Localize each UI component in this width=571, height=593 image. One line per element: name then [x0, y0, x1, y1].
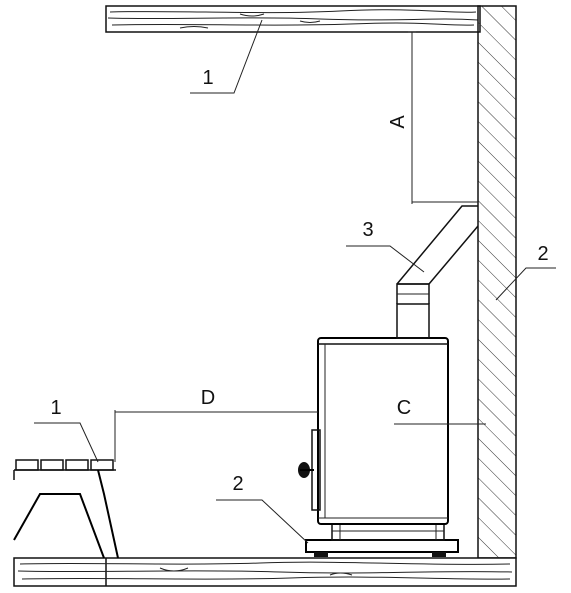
leader-bench: 1: [34, 397, 99, 463]
dim-d-label: D: [201, 387, 215, 409]
dim-c-label: C: [397, 397, 411, 419]
leader-floor-plate: 2: [216, 473, 309, 544]
dimension-c: C: [394, 397, 486, 425]
ceiling-beam: [105, 5, 481, 33]
floor-boards: [13, 557, 517, 587]
leader-ceiling: 1: [190, 19, 263, 94]
label-ceiling-1: 1: [202, 67, 213, 89]
dimension-d: D: [114, 387, 318, 462]
label-wall-2: 2: [537, 243, 548, 265]
sauna-bench: [13, 459, 119, 559]
label-bench-1: 1: [50, 397, 61, 419]
flue-pipe: [396, 205, 479, 339]
dimension-a: A: [387, 31, 478, 204]
leader-flue-pipe: 3: [346, 219, 425, 273]
label-flue-pipe-3: 3: [362, 219, 373, 241]
dim-a-label: A: [387, 115, 409, 129]
leader-wall: 2: [495, 243, 556, 301]
stove-base-plate: [305, 523, 459, 557]
label-floor-plate-2: 2: [232, 473, 243, 495]
brick-wall: [477, 5, 517, 559]
stove-body: [298, 337, 449, 525]
